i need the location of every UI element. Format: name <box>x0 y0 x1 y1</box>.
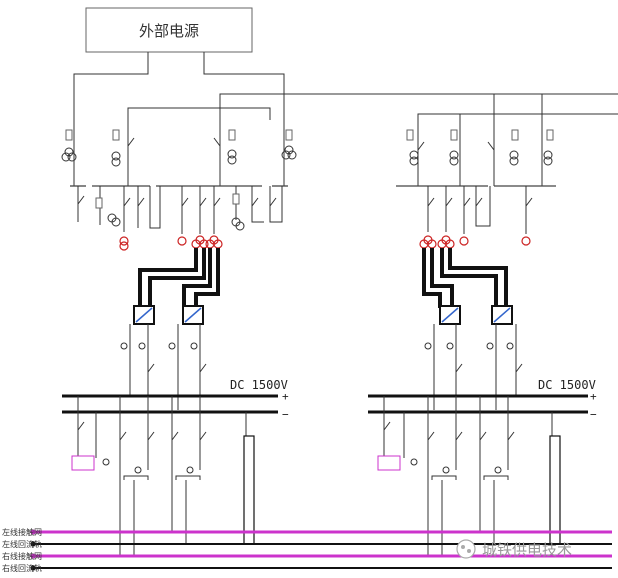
watermark-text: 城铁供电技术 <box>482 541 572 559</box>
rectifier-cables <box>138 248 508 308</box>
line-label-left-return: 左线回流轨 <box>2 539 42 549</box>
source-feeders <box>73 52 618 125</box>
left-dc-voltage-label: DC 1500V <box>230 378 288 392</box>
right-dc-minus: − <box>590 408 597 421</box>
source-label: 外部电源 <box>139 22 199 40</box>
left-dc-bus: DC 1500V + − <box>62 378 289 421</box>
left-ac-switchgear <box>61 112 297 251</box>
right-ac-switchgear <box>396 94 556 249</box>
line-rails: 左线接触网 左线回流轨 右线接触网 右线回流轨 <box>2 527 612 573</box>
right-dc-bus: DC 1500V + − <box>368 378 597 421</box>
right-dc-voltage-label: DC 1500V <box>538 378 596 392</box>
watermark: 城铁供电技术 <box>456 539 572 559</box>
external-power-source: 外部电源 <box>85 7 253 53</box>
left-dc-minus: − <box>282 408 289 421</box>
line-label-right-return: 右线回流轨 <box>2 563 42 573</box>
left-dc-plus: + <box>282 390 289 403</box>
rectifiers <box>133 305 513 325</box>
right-dc-plus: + <box>590 390 597 403</box>
line-label-left-overhead: 左线接触网 <box>2 527 42 537</box>
line-label-right-overhead: 右线接触网 <box>2 551 42 561</box>
